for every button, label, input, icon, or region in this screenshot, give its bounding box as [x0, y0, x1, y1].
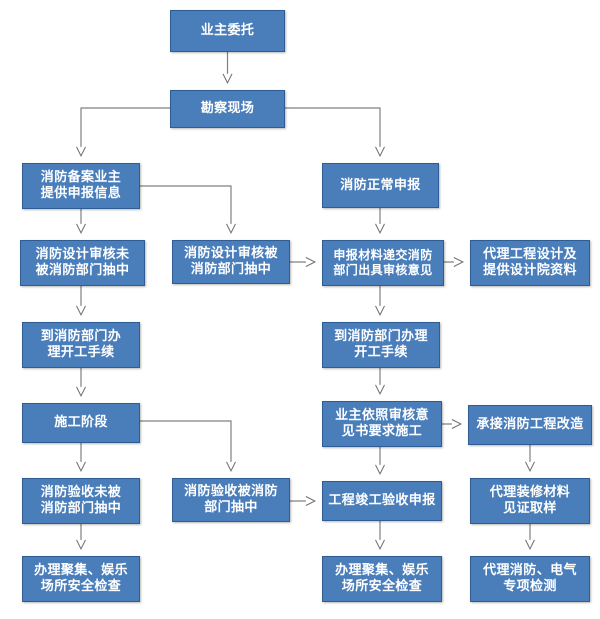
flow-node-n14[interactable]: 消防验收未被 消防部门抽中: [22, 478, 140, 524]
flow-node-n17[interactable]: 代理装修材料 见证取样: [470, 478, 590, 524]
flow-node-n19[interactable]: 办理聚集、娱乐 场所安全检查: [322, 556, 442, 602]
flow-node-n1[interactable]: 业主委托: [170, 10, 285, 52]
flow-node-n20[interactable]: 代理消防、电气 专项检测: [470, 556, 590, 602]
flow-node-n10[interactable]: 到消防部门办理 开工手续: [322, 322, 440, 368]
flow-node-n7[interactable]: 申报材料递交消防 部门出具审核意见: [322, 240, 444, 286]
flow-node-n4[interactable]: 消防正常申报: [322, 163, 439, 208]
flow-node-n6[interactable]: 消防设计审核被 消防部门抽中: [172, 240, 290, 284]
flow-node-n2[interactable]: 勘察现场: [170, 90, 285, 128]
flow-node-n11[interactable]: 施工阶段: [22, 403, 140, 443]
flow-node-n8[interactable]: 代理工程设计及 提供设计院资料: [470, 240, 590, 286]
flow-node-n9[interactable]: 到消防部门办 理开工手续: [22, 322, 140, 368]
flow-node-n15[interactable]: 消防验收被消防 部门抽中: [172, 478, 290, 522]
flow-node-n3[interactable]: 消防备案业主 提供申报信息: [22, 163, 140, 209]
flow-node-n12[interactable]: 业主依照审核意 见书要求施工: [322, 401, 442, 447]
flow-node-n16[interactable]: 工程竣工验收申报: [322, 481, 442, 521]
flow-node-n5[interactable]: 消防设计审核未 被消防部门抽中: [20, 240, 145, 286]
flow-node-n18[interactable]: 办理聚集、娱乐 场所安全检查: [22, 556, 140, 602]
flow-node-n13[interactable]: 承接消防工程改造: [468, 405, 592, 445]
